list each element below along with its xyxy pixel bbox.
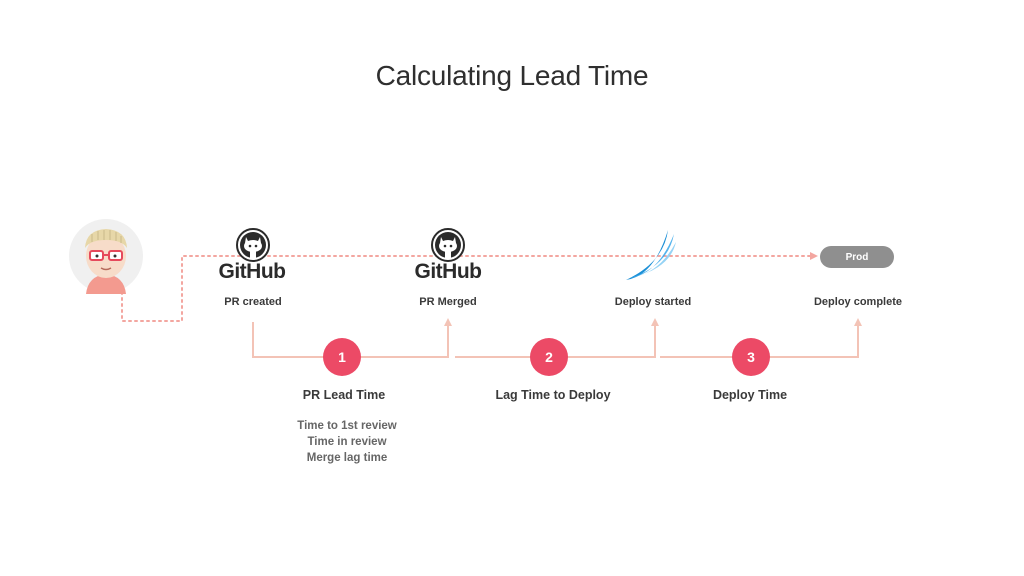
flow-arrowhead (810, 252, 818, 260)
github-logo-text-2: GitHub (414, 260, 482, 283)
step-2-label: Lag Time to Deploy (495, 388, 611, 402)
detail-time-in-review: Time in review (307, 436, 387, 448)
step-1-label: PR Lead Time (302, 388, 386, 402)
stage-label-pr-created: PR created (224, 296, 282, 308)
developer-avatar-icon (69, 219, 143, 294)
github-octocat-icon (431, 228, 465, 262)
step-1-details: Time to 1st review Time in review Merge … (247, 418, 447, 466)
step-1-marker: 1 (323, 338, 361, 376)
stage-label-deploy-complete: Deploy complete (813, 296, 903, 308)
detail-merge-lag-time: Merge lag time (306, 452, 388, 464)
dotted-flow-line (121, 255, 811, 322)
step-2-marker: 2 (530, 338, 568, 376)
page-title: Calculating Lead Time (375, 60, 649, 91)
step-3-label: Deploy Time (712, 388, 788, 402)
step-3-marker: 3 (732, 338, 770, 376)
bracket-lag (455, 322, 656, 358)
stage-label-deploy-started: Deploy started (614, 296, 692, 308)
prod-badge: Prod (820, 246, 894, 268)
github-logo-text-1: GitHub (218, 260, 286, 283)
stage-label-pr-merged: PR Merged (419, 296, 477, 308)
detail-time-to-first-review: Time to 1st review (297, 420, 397, 432)
bracket-deploy (660, 322, 859, 358)
bracket-arrowheads (444, 318, 862, 326)
github-octocat-icon (236, 228, 270, 262)
deploy-swoosh-icon (626, 230, 676, 280)
